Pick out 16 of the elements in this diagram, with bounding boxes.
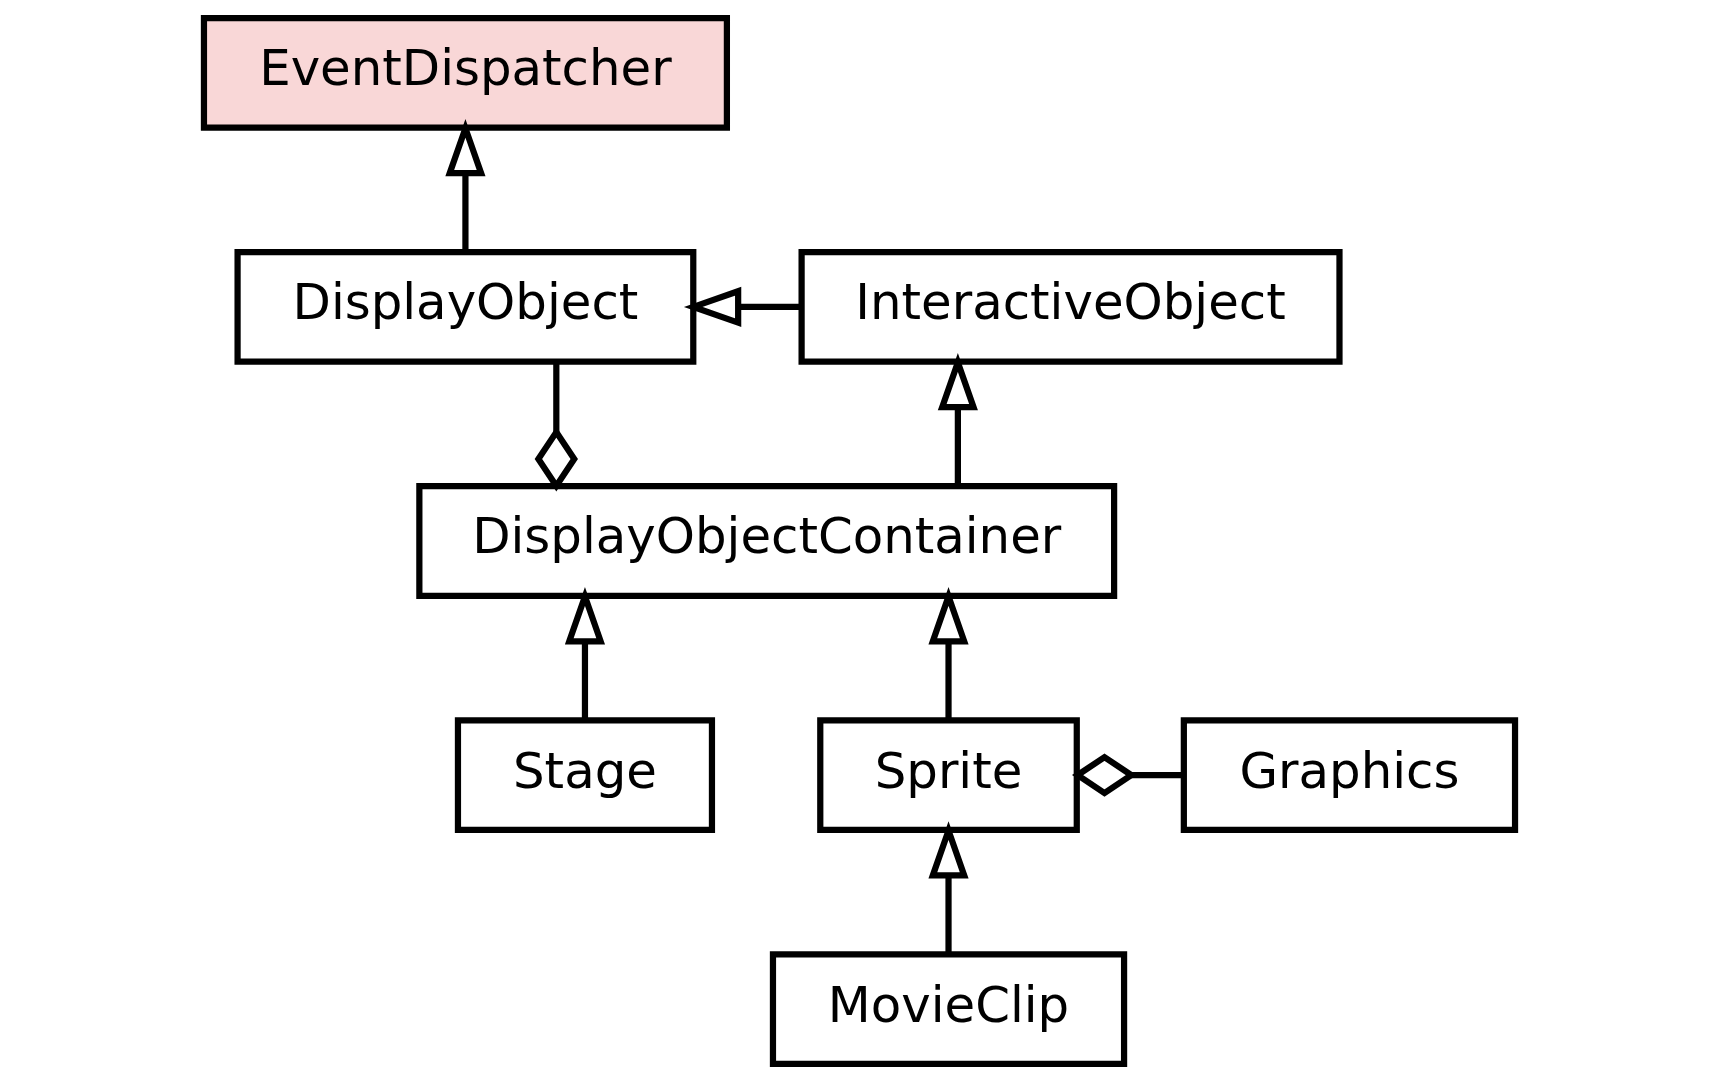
- arrow: [564, 587, 605, 720]
- node-box: DisplayObject: [233, 249, 696, 365]
- node-box: Graphics: [1180, 717, 1518, 833]
- arrow: [927, 587, 969, 720]
- connector: [1071, 753, 1183, 797]
- node-box: DisplayObjectContainer: [415, 483, 1117, 599]
- arrow: [444, 118, 485, 252]
- arrow: [683, 286, 801, 327]
- node-box: InteractiveObject: [798, 249, 1343, 365]
- arrow: [937, 352, 978, 486]
- node-box: MovieClip: [769, 951, 1127, 1068]
- node-box: EventDispatcher: [200, 14, 730, 131]
- connector: [534, 362, 578, 492]
- arrow: [927, 821, 969, 955]
- node-box: Stage: [454, 717, 715, 833]
- node-box: Sprite: [816, 717, 1080, 833]
